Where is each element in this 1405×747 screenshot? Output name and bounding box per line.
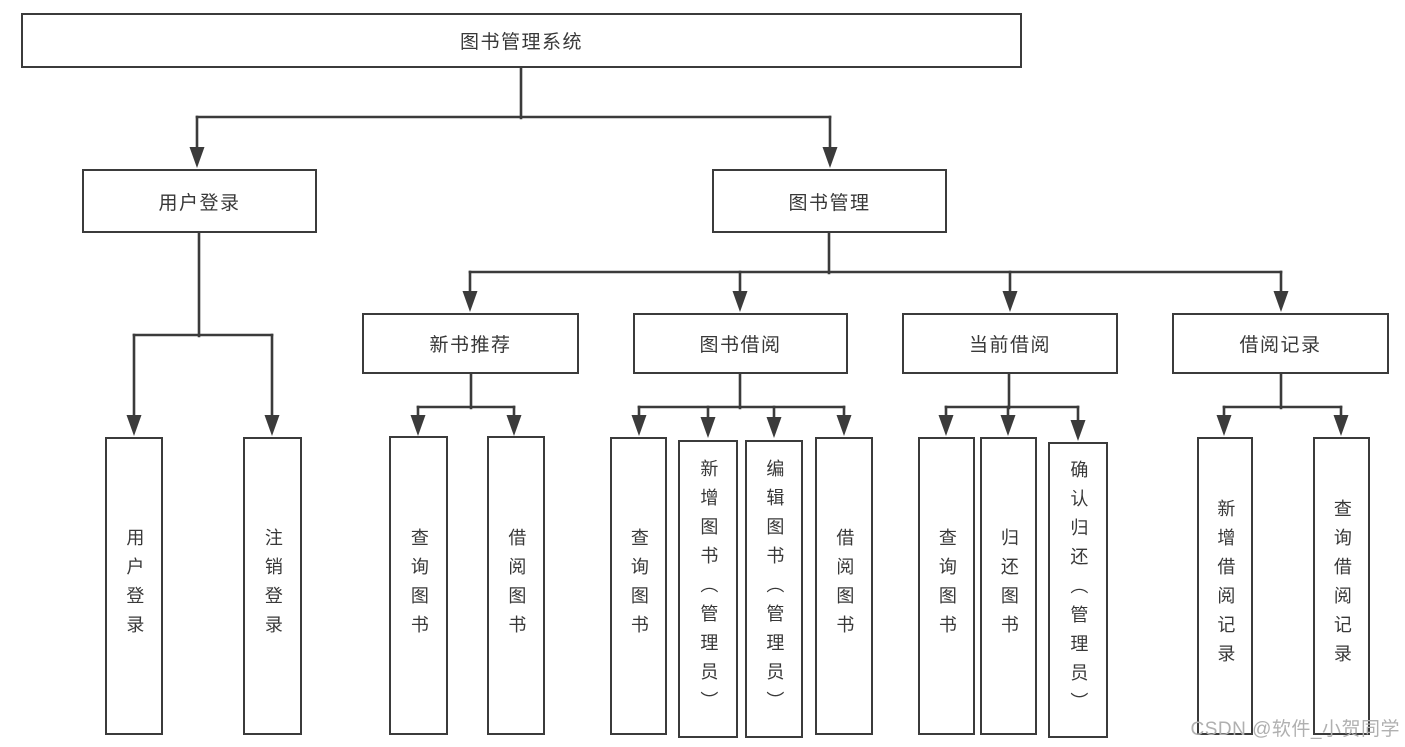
node-br-query-record-label: 查询借阅记录: [1331, 499, 1352, 673]
node-login-user-label: 用户登录: [124, 528, 145, 644]
node-root-label: 图书管理系统: [459, 32, 583, 53]
node-bb-add-book-label: 新增图书（管理员）: [698, 458, 719, 720]
node-bb-borrow-book-label: 借阅图书: [834, 528, 855, 644]
node-bb-query-book: 查询图书: [610, 437, 667, 735]
node-cb-return-book: 归还图书: [980, 437, 1037, 735]
node-login-logout: 注销登录: [243, 437, 302, 735]
node-user-login: 用户登录: [82, 169, 317, 233]
node-cb-confirm-return-label: 确认归还（管理员）: [1068, 459, 1089, 721]
node-rec-query-book-label: 查询图书: [408, 527, 429, 644]
node-br-add-record-label: 新增借阅记录: [1215, 499, 1236, 673]
node-rec-borrow-book-label: 借阅图书: [506, 527, 527, 644]
node-book-borrow: 图书借阅: [633, 313, 848, 374]
node-bb-edit-book-label: 编辑图书（管理员）: [764, 458, 785, 720]
node-cb-query-book-label: 查询图书: [936, 528, 957, 644]
node-cb-confirm-return: 确认归还（管理员）: [1048, 442, 1108, 738]
node-current-borrow-label: 当前借阅: [968, 335, 1051, 356]
node-user-login-label: 用户登录: [158, 192, 241, 214]
node-br-query-record: 查询借阅记录: [1313, 437, 1370, 735]
node-bb-query-book-label: 查询图书: [628, 528, 649, 644]
node-borrow-records: 借阅记录: [1172, 313, 1389, 374]
node-login-user: 用户登录: [105, 437, 163, 735]
node-cb-return-book-label: 归还图书: [998, 528, 1019, 644]
node-bb-add-book: 新增图书（管理员）: [678, 440, 738, 738]
node-login-logout-label: 注销登录: [262, 528, 283, 644]
node-book-mgmt-label: 图书管理: [788, 192, 871, 214]
node-br-add-record: 新增借阅记录: [1197, 437, 1253, 735]
node-cb-query-book: 查询图书: [918, 437, 975, 735]
node-root: 图书管理系统: [21, 13, 1022, 68]
node-bb-borrow-book: 借阅图书: [815, 437, 873, 735]
node-book-borrow-label: 图书借阅: [699, 335, 782, 356]
node-new-book-rec: 新书推荐: [362, 313, 579, 374]
node-new-book-rec-label: 新书推荐: [429, 335, 512, 356]
node-borrow-records-label: 借阅记录: [1239, 335, 1322, 356]
node-rec-borrow-book: 借阅图书: [487, 436, 545, 735]
csdn-watermark: CSDN @软件_小贺同学: [1190, 719, 1400, 740]
node-rec-query-book: 查询图书: [389, 436, 448, 735]
node-book-mgmt: 图书管理: [712, 169, 947, 233]
node-current-borrow: 当前借阅: [902, 313, 1118, 374]
branch-segments: [132, 66, 1343, 410]
node-bb-edit-book: 编辑图书（管理员）: [745, 440, 803, 738]
